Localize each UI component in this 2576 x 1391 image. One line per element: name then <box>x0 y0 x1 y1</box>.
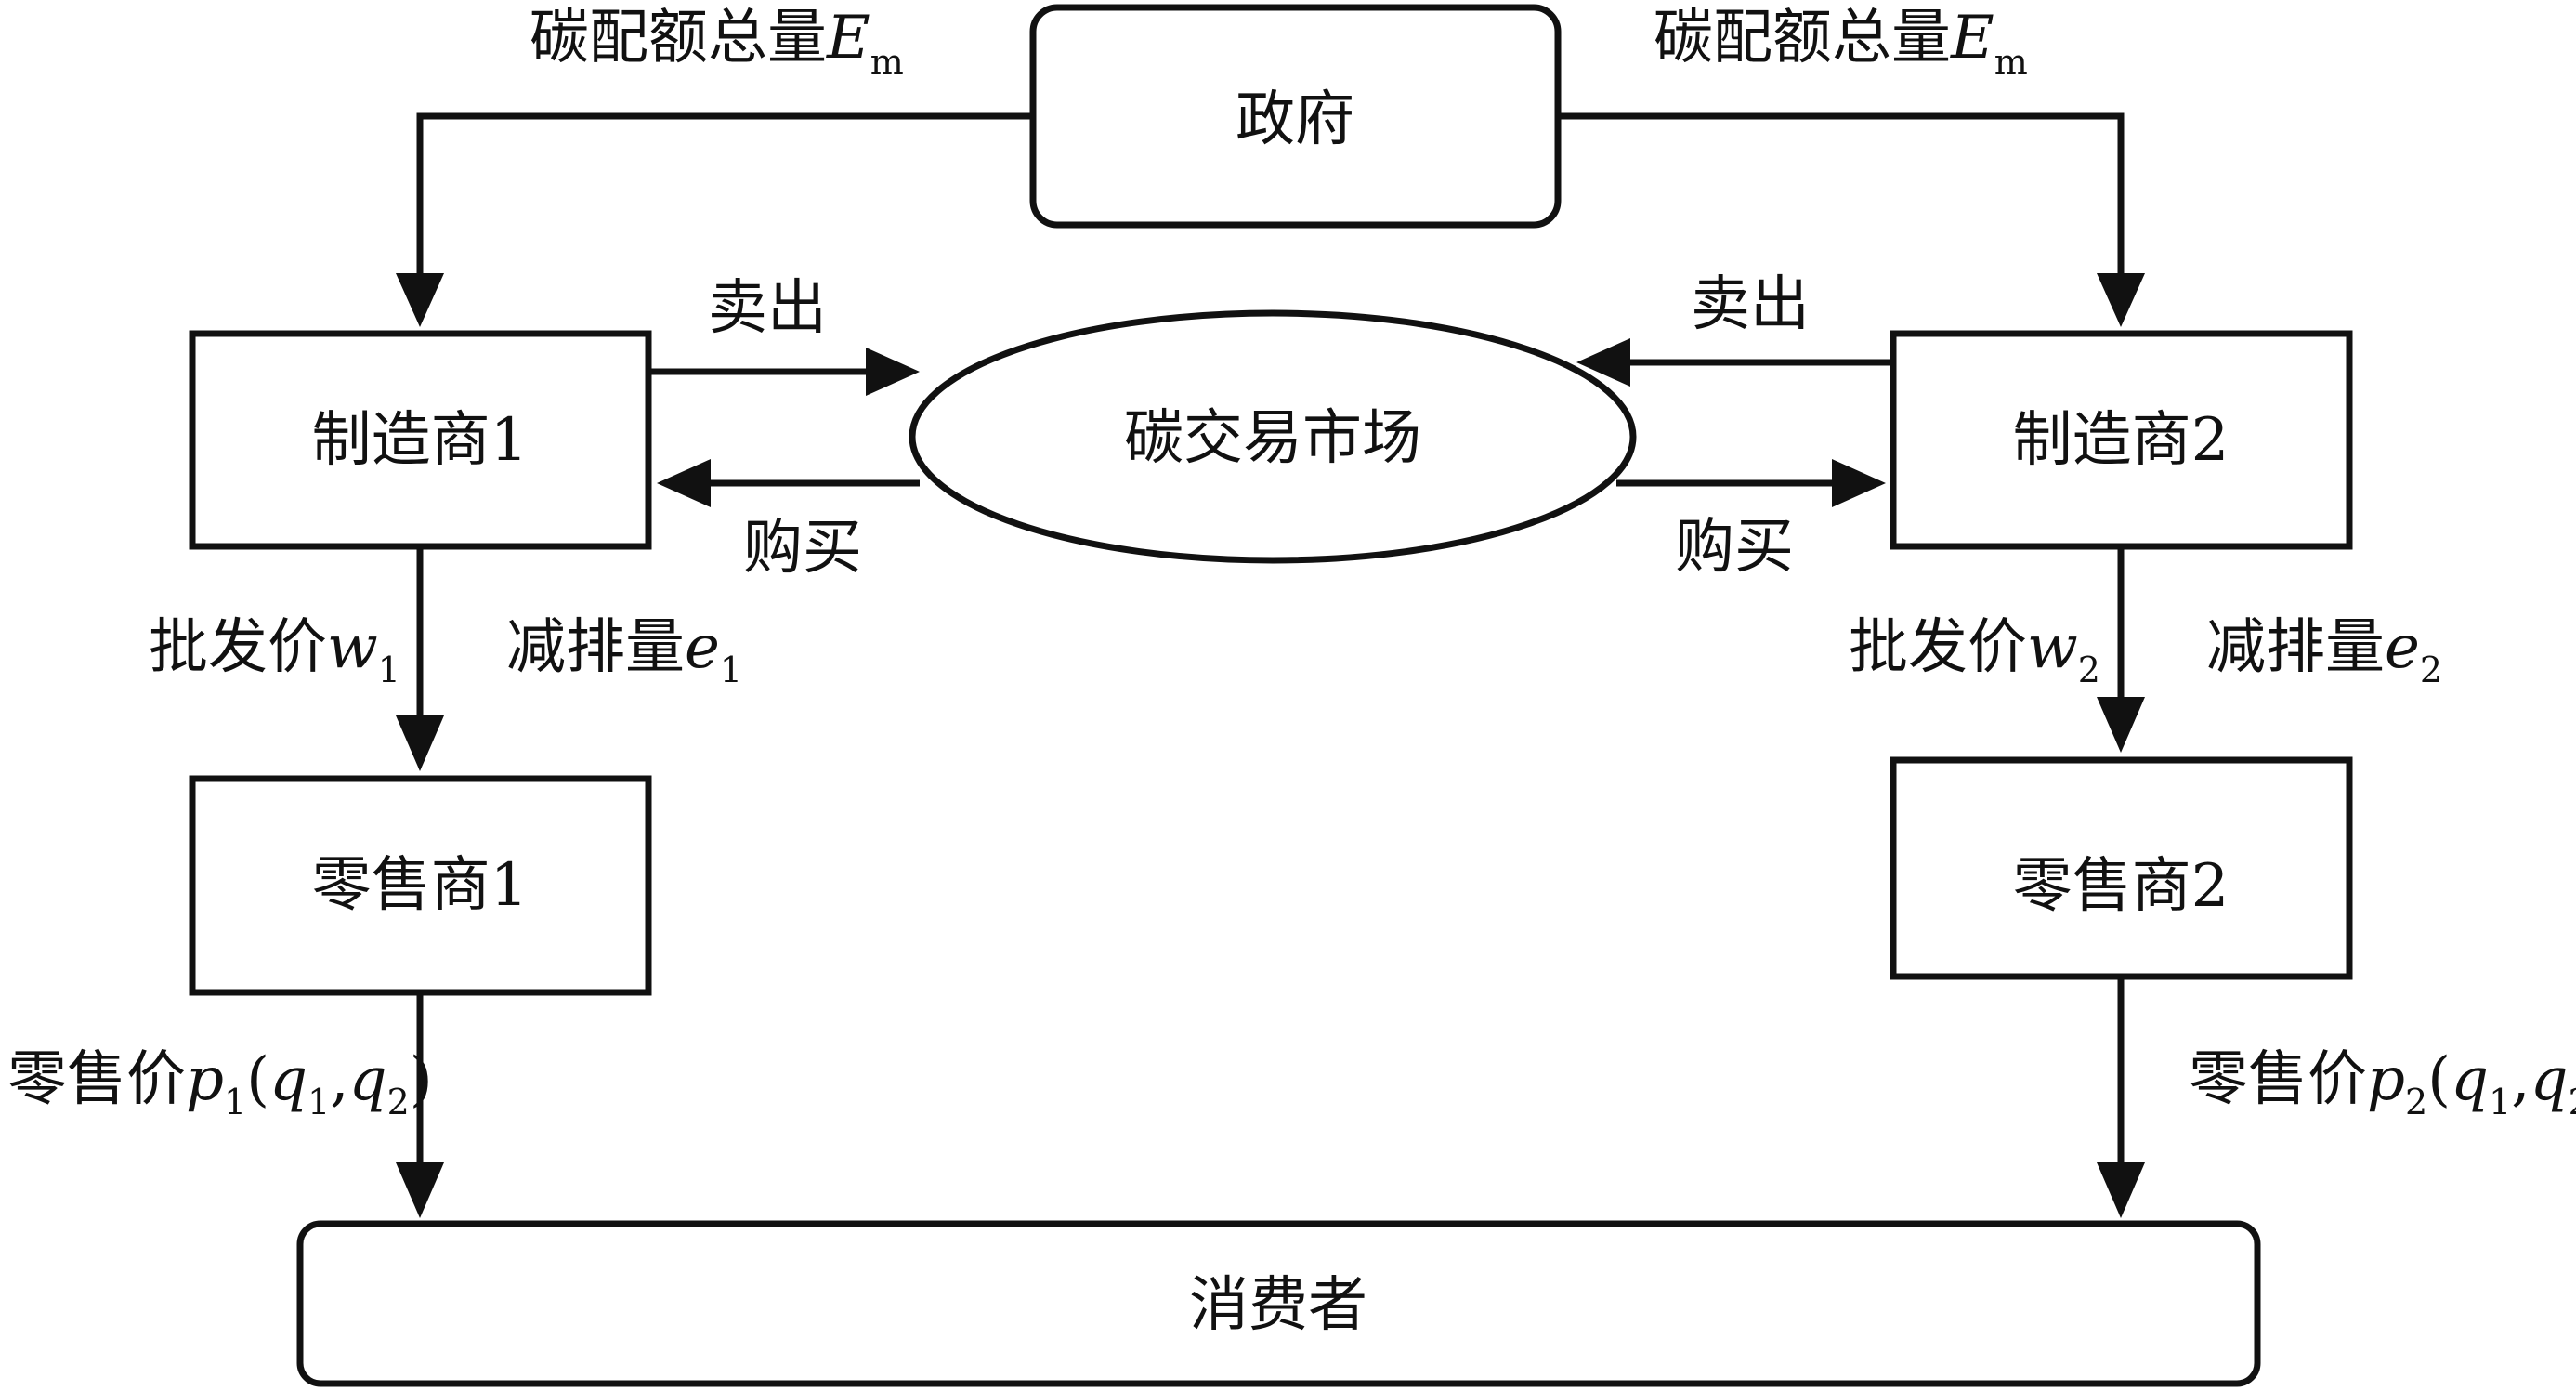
arrowhead-right <box>866 348 920 396</box>
arrowhead-left <box>1576 338 1630 387</box>
arrowhead-right <box>1832 459 1886 507</box>
arrowhead-down <box>2097 273 2145 327</box>
retailer2-label: 零售商2 <box>2013 852 2229 921</box>
label-sell-right: 卖出 <box>1691 270 1810 339</box>
edge-manufacturer1-sells-to-market <box>648 348 920 396</box>
retailer1-label: 零售商1 <box>312 851 529 920</box>
manufacturer2-label: 制造商2 <box>2013 406 2229 475</box>
edge-manufacturer1-to-retailer1 <box>396 546 444 771</box>
arrowhead-down <box>2097 1162 2145 1218</box>
edge-manufacturer2-to-retailer2 <box>2097 546 2145 753</box>
connector-line <box>416 112 1033 275</box>
retailer1-box <box>189 775 652 996</box>
arrowhead-down <box>396 273 444 327</box>
node-consumer: 消费者 <box>296 1220 2261 1387</box>
arrowhead-down <box>396 715 444 771</box>
arrowhead-down <box>396 1162 444 1218</box>
label-wholesale2: 批发价w2 <box>1849 613 2100 690</box>
node-government: 政府 <box>1029 4 1562 229</box>
retailer2-box <box>1890 756 2353 980</box>
connector-line <box>1558 112 2125 275</box>
label-buy-left: 购买 <box>743 514 862 583</box>
label-reduction1: 减排量e1 <box>506 613 742 690</box>
node-manufacturer1: 制造商1 <box>189 330 652 550</box>
edge-retailer2-to-consumer <box>2097 977 2145 1218</box>
edge-market-sells-to-manufacturer2 <box>1616 459 1886 507</box>
label-buy-right: 购买 <box>1675 513 1794 582</box>
government-label: 政府 <box>1236 85 1354 154</box>
edge-manufacturer2-sells-to-market <box>1576 338 1893 387</box>
node-retailer1: 零售商1 <box>189 775 652 996</box>
label-quota-left: 碳配额总量Em <box>530 4 904 83</box>
edge-market-sells-to-manufacturer1 <box>657 459 920 507</box>
arrowhead-left <box>657 459 711 507</box>
consumer-box <box>296 1220 2261 1387</box>
carbon-market-ellipse <box>909 309 1637 564</box>
consumer-label: 消费者 <box>1189 1271 1367 1340</box>
edge-government-to-manufacturer2 <box>1558 112 2145 327</box>
label-reduction2: 减排量e2 <box>2206 613 2442 690</box>
node-retailer2: 零售商2 <box>1890 756 2353 980</box>
label-wholesale1: 批发价w1 <box>149 613 400 690</box>
label-quota-right: 碳配额总量Em <box>1654 4 2028 83</box>
label-sell-left: 卖出 <box>708 274 827 343</box>
carbon-market-label: 碳交易市场 <box>1124 404 1421 473</box>
edge-retailer1-to-consumer <box>396 992 444 1218</box>
arrowhead-down <box>2097 697 2145 753</box>
node-carbon-market: 碳交易市场 <box>909 309 1637 564</box>
label-retail1: 零售价p1(q1,q2) <box>7 1045 433 1122</box>
manufacturer1-label: 制造商1 <box>312 406 529 475</box>
manufacturer2-box <box>1890 330 2353 550</box>
node-manufacturer2: 制造商2 <box>1890 330 2353 550</box>
edge-government-to-manufacturer1 <box>396 112 1033 327</box>
label-retail2: 零售价p2(q1,q2) <box>2189 1045 2576 1122</box>
